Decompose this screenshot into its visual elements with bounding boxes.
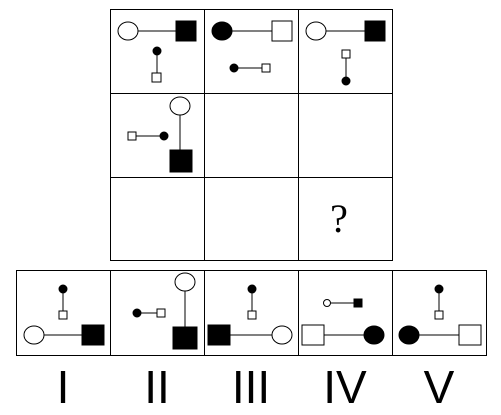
option-2-figure[interactable]: [132, 272, 198, 350]
option-4-label: IV: [323, 361, 367, 413]
option-3-label: III: [231, 361, 271, 413]
question-mark: ?: [330, 196, 348, 241]
grid-cell-1-1: [117, 20, 197, 83]
option-1-figure[interactable]: [23, 284, 105, 346]
options-frame: [16, 270, 487, 356]
option-3-figure[interactable]: [207, 284, 293, 346]
grid-cell-1-2: [211, 20, 293, 73]
option-4-figure[interactable]: [301, 298, 385, 346]
option-1-label: I: [56, 361, 70, 413]
grid-cell-1-3: [305, 20, 386, 86]
question-grid: [110, 9, 393, 261]
option-5-label: V: [423, 361, 455, 413]
option-5-figure[interactable]: [398, 284, 482, 346]
option-2-label: II: [144, 361, 170, 413]
grid-cell-2-1: [127, 96, 193, 173]
